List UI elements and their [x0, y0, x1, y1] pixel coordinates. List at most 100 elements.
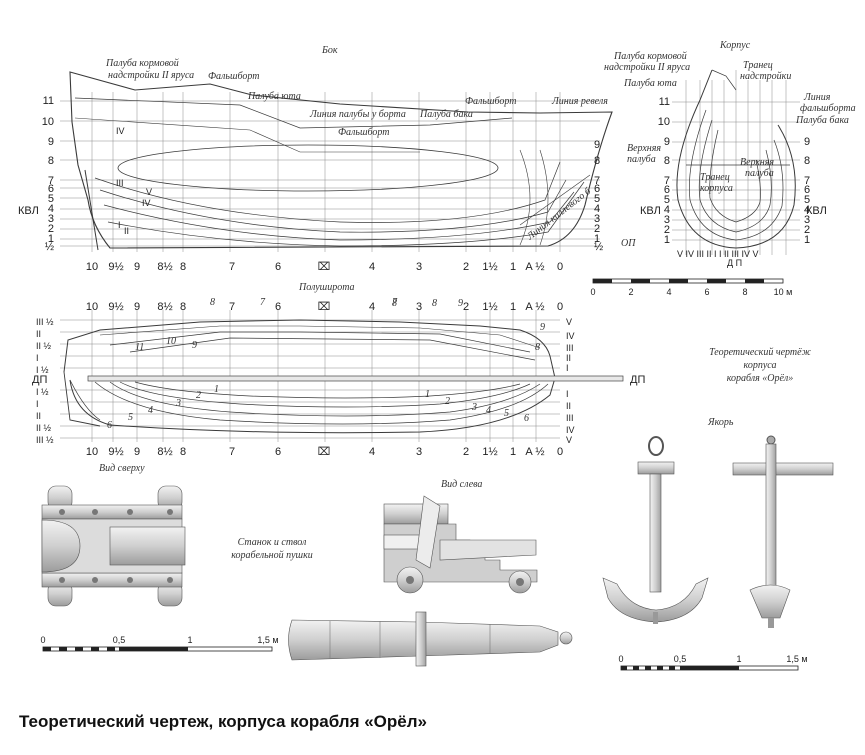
plan-station-bottom-3: 8½	[157, 446, 172, 458]
plan-line-label-17: 1	[425, 389, 430, 400]
plan-buttock-19: V	[566, 435, 572, 445]
theory-note-line-1: корпуса	[744, 360, 777, 371]
side-wl-left-0: 11	[43, 95, 54, 107]
body-wl-right-3: 6	[804, 184, 810, 196]
side-label-poop-deck: Палуба юта	[247, 91, 301, 102]
anchor-scale-tick-0: 0	[618, 654, 623, 664]
gun-scale-tick-3: 1,5 м	[257, 635, 278, 645]
plan-line-label-10: 8	[535, 342, 540, 353]
plan-station-bottom-10: 2	[463, 446, 469, 458]
plan-buttock-4: I ½	[36, 365, 49, 375]
body-label-hull-transom-l2: корпуса	[700, 183, 733, 194]
side-roman-v: V	[146, 187, 152, 197]
side-wl-right-9: ½	[594, 241, 603, 253]
plan-station-top-15: 0	[557, 301, 563, 313]
body-wl-right-2: 7	[804, 175, 810, 187]
body-label-upper-deck-l1: Верхняя	[627, 143, 661, 154]
side-station-6: 6	[275, 261, 281, 273]
plan-station-top-0: 10	[86, 301, 98, 313]
gun-scale-tick-2: 1	[187, 635, 192, 645]
side-wl-left-7: 4	[48, 203, 54, 215]
plan-line-label-2: 9	[192, 340, 197, 351]
body-label-hull-transom-l1: Транец	[700, 172, 730, 183]
plan-buttock-9: III ½	[36, 435, 54, 445]
side-wl-right-8: 1	[594, 233, 600, 245]
theory-note-line-0: Теоретический чертёж	[709, 347, 811, 358]
plan-buttock-6: I	[36, 399, 39, 409]
body-wl-left-8: 3	[664, 214, 670, 226]
plan-station-top-9: 3	[416, 301, 422, 313]
plan-buttock-18: IV	[566, 425, 575, 435]
side-station-10: 2	[463, 261, 469, 273]
body-label-poop-deck-2-l1: Палуба кормовой	[613, 51, 687, 62]
plan-buttock-1: II	[36, 329, 41, 339]
side-waterline-grid	[60, 100, 600, 247]
body-wl-right-5: 4	[804, 204, 810, 216]
plan-station-top-10: 2	[463, 301, 469, 313]
body-label-bulwark-l1: Линия	[803, 92, 831, 103]
plan-line-label-8: 9	[458, 298, 463, 309]
plan-view	[60, 310, 560, 442]
anchor-side	[732, 435, 834, 628]
plan-station-top-3: 8½	[157, 301, 172, 313]
side-wl-left-5: 6	[48, 183, 54, 195]
anchor-scale-tick-1: 0,5	[674, 654, 687, 664]
body-scale-tick-3: 6	[704, 287, 709, 297]
side-wl-right-5: 4	[594, 203, 600, 215]
gun-scale-tick-1: 0,5	[113, 635, 126, 645]
side-wl-right-1: 8	[594, 155, 600, 167]
page-caption: Теоретический чертеж, корпуса корабля «О…	[19, 712, 427, 731]
plan-buttock-8: II ½	[36, 423, 52, 433]
body-wl-right-1: 8	[804, 155, 810, 167]
plan-line-label-13: 4	[148, 405, 153, 416]
body-label-corpus: Корпус	[719, 40, 751, 51]
plan-station-top-5: 7	[229, 301, 235, 313]
plan-line-label-4: 7	[260, 297, 266, 308]
side-label-poop-deck-2-l2: надстройки II яруса	[108, 70, 194, 81]
plan-buttock-13: II	[566, 353, 571, 363]
body-wl-left-7: 4	[664, 204, 670, 216]
side-roman-iv: IV	[116, 126, 125, 136]
plan-line-label-7: 8	[432, 298, 437, 309]
body-wl-right-0: 9	[804, 136, 810, 148]
body-label-upper-deck-l2: палуба	[627, 154, 656, 165]
plan-station-top-11: 1½	[482, 301, 497, 313]
plan-station-bottom-14: ½	[535, 446, 544, 458]
side-station-5: 7	[229, 261, 235, 273]
theory-note-line-2: корабля «Орёл»	[727, 373, 794, 384]
plan-station-top-1: 9½	[108, 301, 123, 313]
plan-station-top-8: 4	[369, 301, 375, 313]
body-wl-left-9: 2	[664, 224, 670, 236]
plan-line-label-3: 8	[210, 297, 215, 308]
side-station-12: 1	[510, 261, 516, 273]
gun-scale-bar	[42, 646, 273, 652]
body-label-upper-deck2-l2: палуба	[745, 168, 774, 179]
centerline-bar	[87, 375, 624, 382]
side-station-0: 10	[86, 261, 98, 273]
body-label-upper-deck2-l1: Верхняя	[740, 157, 774, 168]
side-station-3: 8½	[157, 261, 172, 273]
body-label-transom-super-l2: надстройки	[740, 71, 791, 82]
side-roman-iv-2: IV	[142, 198, 151, 208]
plan-line-label-6: 7	[392, 297, 398, 308]
body-wl-left-0: 11	[659, 96, 670, 108]
side-roman-iii: III	[116, 178, 124, 188]
plan-buttock-5: I ½	[36, 387, 49, 397]
body-label-transom-super-l1: Транец	[743, 60, 773, 71]
side-view	[60, 71, 613, 252]
plan-buttock-7: II	[36, 411, 41, 421]
side-station-11: 1½	[482, 261, 497, 273]
side-wl-right-2: 7	[594, 175, 600, 187]
side-label-bulwark-2: Фальшборт	[338, 127, 390, 138]
plan-station-bottom-5: 7	[229, 446, 235, 458]
gun-top-view-title: Вид сверху	[99, 463, 145, 474]
gun-left-view	[383, 495, 538, 594]
body-wl-right-4: 5	[804, 194, 810, 206]
plan-dp-left: ДП	[32, 374, 47, 386]
